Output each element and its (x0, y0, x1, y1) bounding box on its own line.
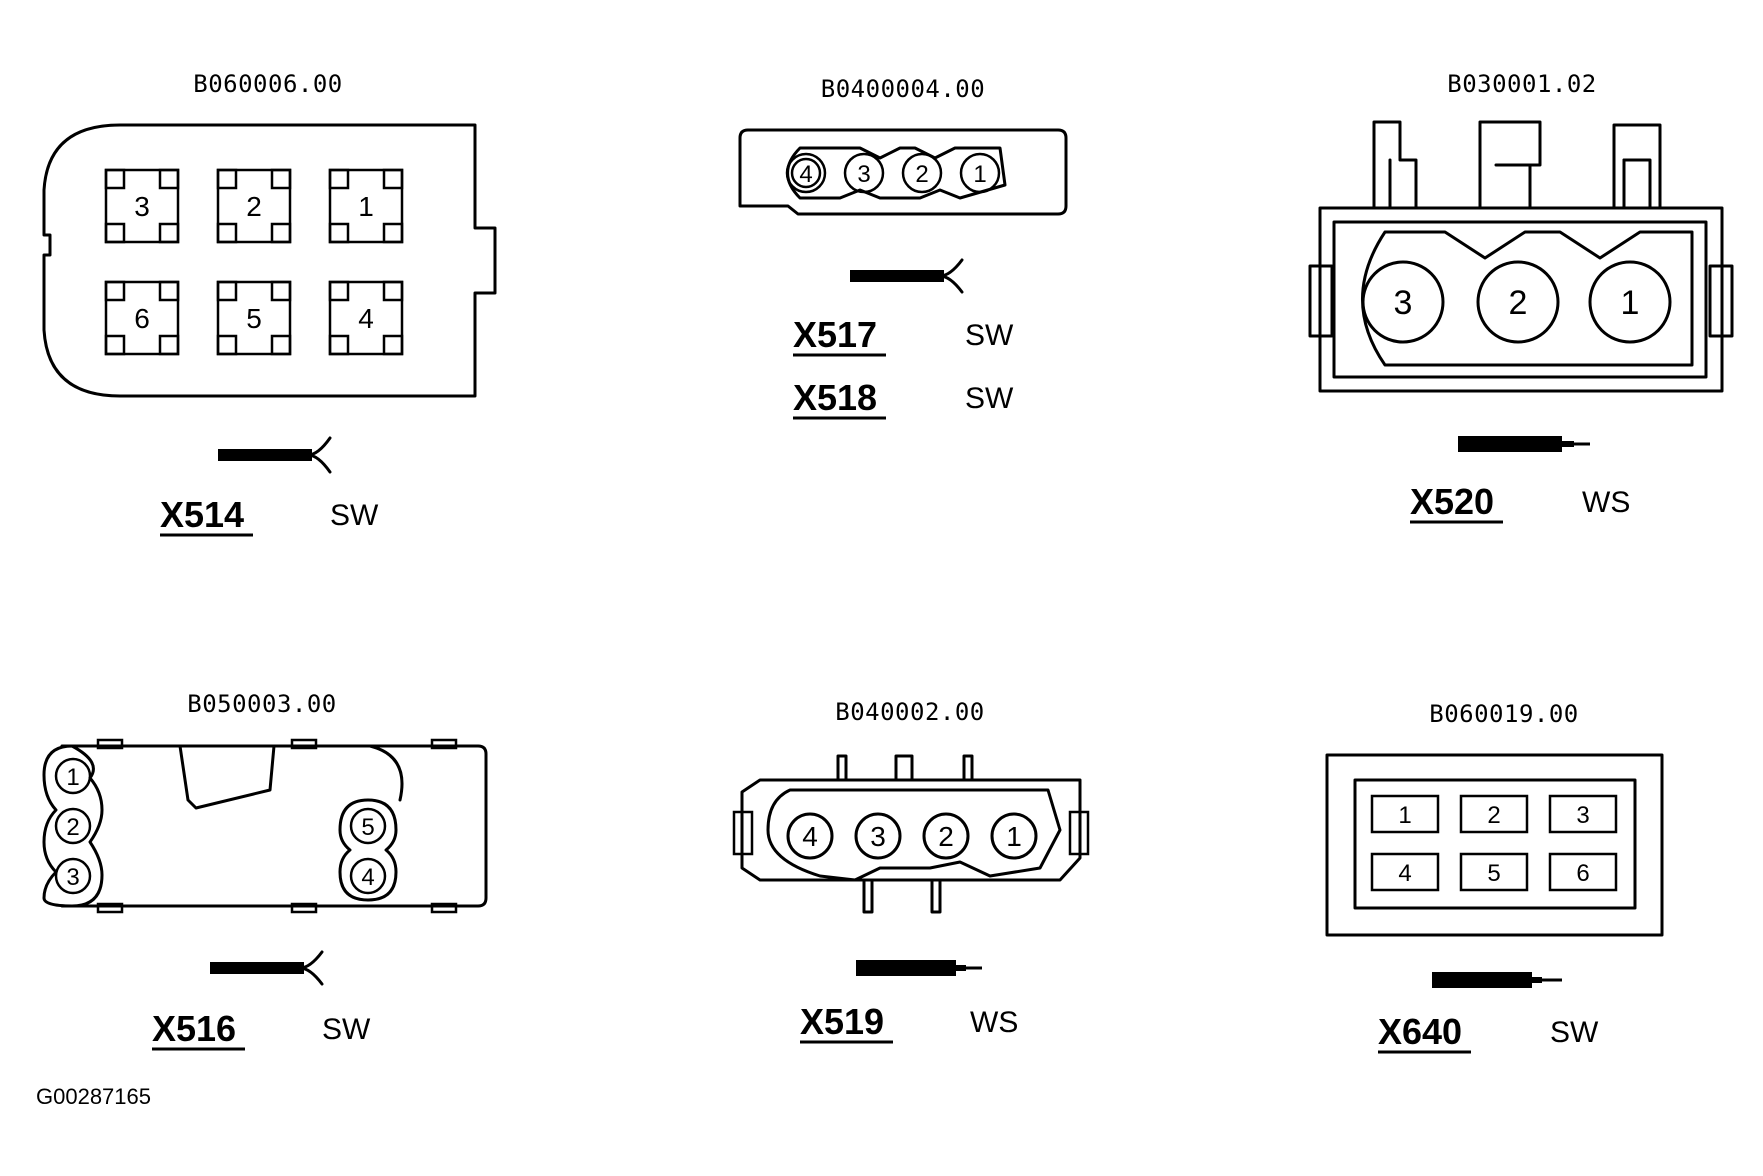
pin-number: 4 (1398, 860, 1411, 887)
pin-cell: 2 (1476, 260, 1560, 344)
pin-cell: 2 (901, 152, 943, 194)
pin-number: 4 (358, 303, 374, 334)
pin-cell: 2 (54, 807, 92, 845)
connector-housing (42, 123, 497, 398)
connector-label: X517 (793, 314, 877, 355)
pin-cell: 3 (854, 812, 902, 860)
pin-number: 2 (938, 821, 954, 852)
pin-cell: 3 (54, 857, 92, 895)
pin-cell: 3 (1548, 794, 1618, 834)
pin-cell: 2 (1459, 794, 1529, 834)
connector-b060019: B060019.00 1 2 3 4 5 6 X640 SW (1325, 700, 1664, 1054)
pin-number: 5 (1487, 860, 1500, 887)
pin-cell: 5 (349, 807, 387, 845)
connector-b0400004: B0400004.00 4 3 2 1 X517 SW X518 SW (738, 75, 1068, 420)
pin-number: 1 (358, 191, 374, 222)
connector-label: X520 (1410, 481, 1494, 522)
connector-b050003: B050003.00 1 2 3 5 4 X516 SW (42, 690, 488, 1051)
wire-color: SW (965, 319, 1014, 352)
male-terminal-icon (1458, 436, 1590, 452)
wire-color: SW (1550, 1016, 1599, 1049)
connector-label: X518 (793, 377, 877, 418)
part-number: B0400004.00 (821, 75, 985, 103)
female-terminal-icon (218, 436, 332, 474)
pin-number: 1 (973, 161, 986, 188)
pin-cell: 4 (786, 812, 834, 860)
connector-housing (1325, 753, 1664, 937)
pin-cell: 6 (1548, 852, 1618, 892)
pin-cell: 3 (104, 168, 180, 244)
pin-number: 1 (66, 764, 79, 791)
pin-cell: 1 (1588, 260, 1672, 344)
pin-cell: 6 (104, 280, 180, 356)
pin-number: 1 (1398, 802, 1411, 829)
part-number: B040002.00 (835, 698, 985, 726)
male-terminal-icon (856, 960, 982, 976)
connector-label: X514 (160, 494, 244, 535)
pin-number: 4 (361, 864, 374, 891)
pin-number: 5 (246, 303, 262, 334)
pin-number: 2 (1487, 802, 1500, 829)
part-number: B030001.02 (1447, 70, 1597, 98)
pin-number: 6 (1576, 860, 1589, 887)
pin-cell: 1 (328, 168, 404, 244)
connector-housing (1308, 120, 1734, 393)
pin-cell: 3 (843, 152, 885, 194)
pin-cell: 1 (959, 152, 1001, 194)
pin-number: 3 (870, 821, 886, 852)
pin-cell: 4 (328, 280, 404, 356)
pin-number: 3 (1394, 284, 1413, 322)
pin-number: 3 (134, 191, 150, 222)
pin-cell: 4 (1370, 852, 1440, 892)
wire-color: WS (970, 1006, 1018, 1039)
pin-number: 2 (246, 191, 262, 222)
connector-label: X640 (1378, 1011, 1462, 1052)
pin-number: 6 (134, 303, 150, 334)
male-terminal-icon (1432, 972, 1562, 988)
pin-number: 2 (66, 814, 79, 841)
pin-cell: 1 (1370, 794, 1440, 834)
pin-cell: 1 (990, 812, 1038, 860)
wire-color: WS (1582, 486, 1630, 519)
connector-b040002: B040002.00 4 3 2 1 X519 WS (732, 698, 1090, 1044)
connector-housing (738, 128, 1068, 216)
pin-cell: 3 (1361, 260, 1445, 344)
female-terminal-icon (210, 950, 324, 986)
pin-number: 5 (361, 814, 374, 841)
pin-cell: 4 (349, 857, 387, 895)
pin-number: 1 (1006, 821, 1022, 852)
pin-cavity (1353, 778, 1637, 910)
pin-cell: 1 (54, 757, 92, 795)
pin-number: 4 (799, 161, 812, 188)
pin-cell: 5 (1459, 852, 1529, 892)
pin-cell: 2 (922, 812, 970, 860)
connector-b060006: B060006.00 3 2 1 6 5 4 X514 SW (42, 70, 497, 537)
female-terminal-icon (850, 258, 964, 294)
connector-label: X516 (152, 1008, 236, 1049)
pin-number: 3 (66, 864, 79, 891)
part-number: B050003.00 (187, 690, 337, 718)
pin-cell: 4 (785, 152, 827, 194)
connector-b030001: B030001.02 3 2 1 X520 WS (1308, 70, 1734, 524)
part-number: B060019.00 (1429, 700, 1579, 728)
wire-color: SW (322, 1013, 371, 1046)
pin-cell: 5 (216, 280, 292, 356)
pin-number: 1 (1621, 284, 1640, 322)
pin-number: 3 (1576, 802, 1589, 829)
pin-cell: 2 (216, 168, 292, 244)
pin-number: 2 (915, 161, 928, 188)
connector-housing (732, 754, 1090, 914)
pin-number: 3 (857, 161, 870, 188)
connector-label: X519 (800, 1001, 884, 1042)
wire-color: SW (965, 382, 1014, 415)
wire-color: SW (330, 499, 379, 532)
pin-number: 2 (1509, 284, 1528, 322)
part-number: B060006.00 (193, 70, 343, 98)
connector-housing (42, 738, 488, 914)
figure-id: G00287165 (36, 1084, 151, 1109)
pin-number: 4 (802, 821, 818, 852)
